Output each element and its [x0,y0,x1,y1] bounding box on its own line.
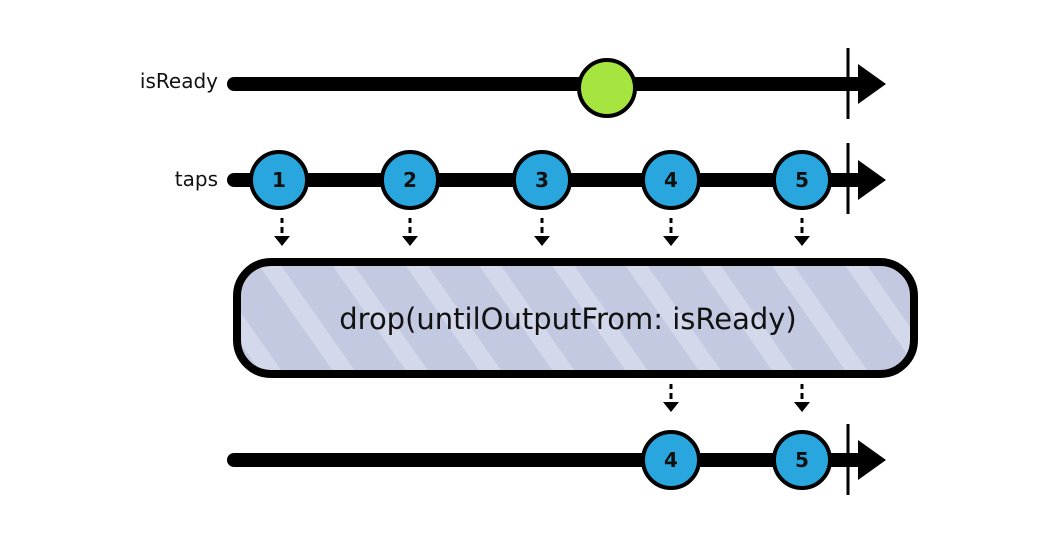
is-ready-label: isReady [140,69,218,93]
is-ready-arrowhead [858,64,886,104]
down-arrow-icon [794,218,810,246]
taps-marble-value: 3 [535,168,549,192]
taps-marble-value: 5 [795,168,809,192]
taps-arrowhead [858,160,886,200]
down-arrow-icon [663,384,679,412]
operator-box: drop(untilOutputFrom: isReady) [233,258,918,378]
input-arrows [274,218,810,246]
taps-marble: 4 [641,150,701,210]
down-arrow-icon [794,384,810,412]
output-marble-value: 5 [795,448,809,472]
output-marble: 5 [772,430,832,490]
output-arrows [663,384,810,412]
down-arrow-icon [402,218,418,246]
down-arrow-icon [663,218,679,246]
taps-marble: 1 [249,150,309,210]
taps-marble: 2 [380,150,440,210]
taps-marble-value: 1 [272,168,286,192]
is-ready-event-marble [577,58,637,118]
output-marble: 4 [641,430,701,490]
operator-label: drop(untilOutputFrom: isReady) [339,302,797,336]
taps-marble-value: 4 [664,168,678,192]
output-marble-value: 4 [664,448,678,472]
taps-label: taps [175,167,218,191]
down-arrow-icon [534,218,550,246]
taps-stream: taps 1 2 3 4 5 [175,143,886,214]
taps-marble-value: 2 [403,168,417,192]
output-arrowhead [858,440,886,480]
output-stream: 4 5 [227,424,886,495]
is-ready-stream: isReady [140,48,886,119]
taps-marble: 3 [512,150,572,210]
down-arrow-icon [274,218,290,246]
taps-marble: 5 [772,150,832,210]
operator-box-frame [233,258,918,378]
